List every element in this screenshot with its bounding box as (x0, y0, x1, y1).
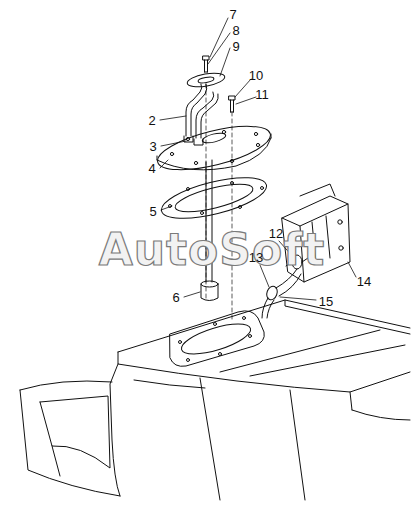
callout-number: 7 (229, 8, 236, 21)
callout-number: 11 (255, 88, 269, 101)
callout-number: 13 (249, 251, 263, 264)
gasket (158, 169, 271, 226)
callout-number: 12 (269, 227, 283, 240)
sender-flange (154, 117, 275, 178)
ring (186, 71, 226, 89)
callout-number: 6 (172, 291, 179, 304)
tank-opening (170, 311, 264, 366)
callout-number: 8 (232, 24, 239, 37)
callout-number: 10 (249, 69, 263, 82)
callout-number: 14 (357, 275, 371, 288)
watermark: AutoSoft (99, 228, 326, 272)
callout-number: 9 (232, 40, 239, 53)
callout-number: 5 (149, 205, 156, 218)
axis-line (232, 112, 233, 322)
callout-number: 2 (148, 114, 155, 127)
callout-number: 4 (148, 162, 155, 175)
fuel-pipes (186, 84, 218, 138)
fuel-tank (20, 300, 410, 500)
callout-number: 15 (319, 295, 333, 308)
screw (229, 96, 235, 112)
callout-number: 3 (149, 140, 156, 153)
